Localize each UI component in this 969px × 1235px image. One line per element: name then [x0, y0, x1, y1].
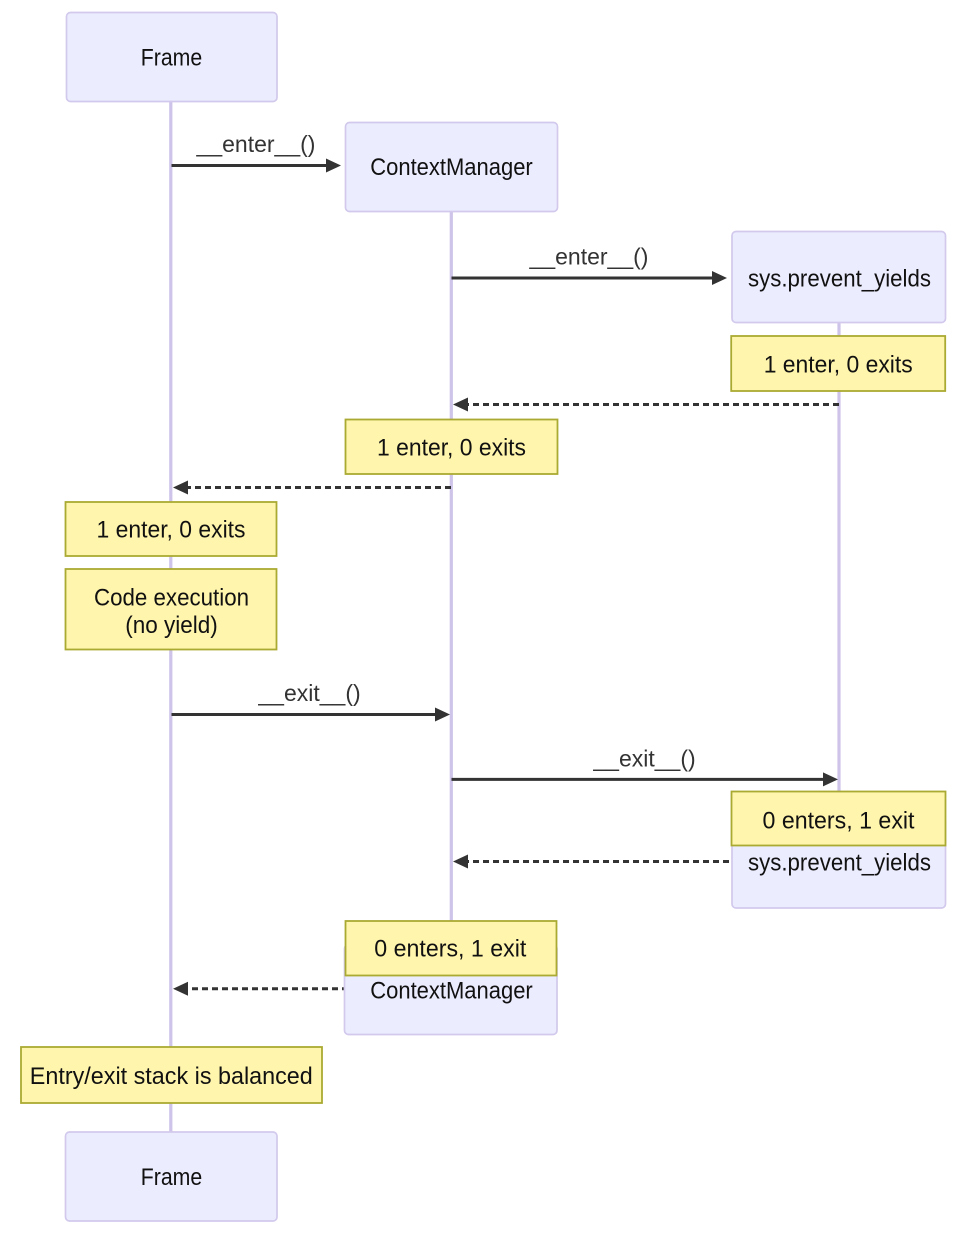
svg-text:1 enter, 0 exits: 1 enter, 0 exits	[377, 435, 526, 462]
svg-text:__enter__(): __enter__()	[529, 244, 649, 270]
svg-text:__exit__(): __exit__()	[257, 680, 360, 706]
svg-text:1 enter, 0 exits: 1 enter, 0 exits	[97, 517, 246, 544]
svg-text:Entry/exit stack is balanced: Entry/exit stack is balanced	[30, 1063, 313, 1090]
svg-text:__exit__(): __exit__()	[592, 746, 695, 772]
svg-text:1 enter, 0 exits: 1 enter, 0 exits	[764, 352, 913, 379]
svg-text:0 enters, 1 exit: 0 enters, 1 exit	[763, 808, 915, 835]
svg-text:Code execution: Code execution	[94, 585, 249, 612]
svg-text:(no yield): (no yield)	[125, 612, 218, 639]
svg-text:Frame: Frame	[141, 1164, 203, 1191]
svg-text:sys.prevent_yields: sys.prevent_yields	[748, 850, 931, 877]
svg-text:Frame: Frame	[141, 44, 203, 71]
svg-text:ContextManager: ContextManager	[370, 154, 533, 181]
svg-text:sys.prevent_yields: sys.prevent_yields	[748, 266, 931, 293]
svg-text:__enter__(): __enter__()	[196, 131, 316, 157]
svg-text:0 enters, 1 exit: 0 enters, 1 exit	[374, 936, 526, 963]
svg-text:ContextManager: ContextManager	[370, 977, 533, 1004]
